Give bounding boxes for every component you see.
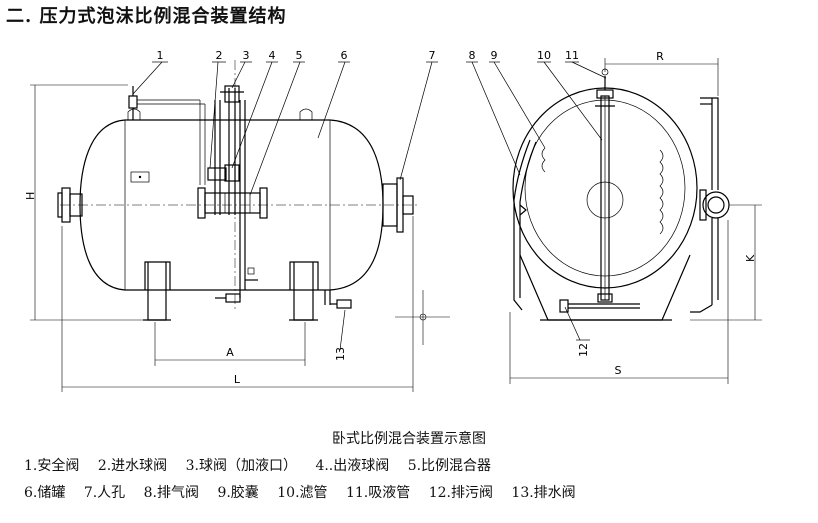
drain-valve-side [225, 293, 241, 303]
callout-8: 8 [469, 49, 476, 62]
sewage-valve [559, 299, 569, 313]
inlet-ball-valve [207, 167, 227, 181]
legend-row-2: 6.储罐 7.人孔 8.排气阀 9.胶囊 10.滤管 11.吸液管 12.排污阀… [24, 482, 590, 502]
outlet-pipe [700, 97, 719, 190]
callout-9: 9 [491, 49, 498, 62]
dimension-k: K [744, 254, 757, 262]
callout-2: 2 [216, 49, 223, 62]
callout-1: 1 [157, 49, 164, 62]
dimension-s: S [615, 364, 622, 377]
legend-item: 5.比例混合器 [407, 458, 492, 474]
legend-item: 3.球阀（加液口） [185, 458, 297, 474]
outlet-flange [702, 191, 730, 219]
legend-row-1: 1.安全阀 2.进水球阀 3.球阀（加液口） 4..出液球阀 5.比例混合器 [24, 455, 505, 475]
dimension-r: R [656, 50, 664, 63]
saddle-support-right [289, 261, 319, 321]
lifting-lug [299, 108, 313, 120]
fill-ball-valve [224, 85, 240, 103]
drain-valve [336, 299, 352, 309]
proportional-mixer [204, 192, 261, 214]
saddle-support-left [143, 261, 171, 321]
outlet-ball-valve [224, 164, 240, 182]
legend-item: 7.人孔 [83, 485, 126, 501]
legend-item: 2.进水球阀 [97, 458, 168, 474]
callout-11: 11 [565, 49, 579, 62]
callout-4: 4 [269, 49, 276, 62]
dimension-h: H [24, 192, 37, 200]
legend-item: 11.吸液管 [345, 485, 411, 501]
callout-10: 10 [537, 49, 551, 62]
figure-caption: 卧式比例混合装置示意图 [332, 431, 486, 447]
nameplate [130, 171, 150, 183]
exhaust-pipe [513, 139, 531, 311]
callout-13: 13 [334, 347, 347, 361]
legend-item: 1.安全阀 [24, 458, 80, 474]
legend-item: 13.排水阀 [511, 485, 576, 501]
legend-item: 9.胶囊 [217, 485, 259, 501]
legend-item: 10.滤管 [277, 485, 328, 501]
section-heading: 二. 压力式泡沫比例混合装置结构 [6, 6, 287, 27]
callout-6: 6 [341, 49, 348, 62]
side-view: 1 2 3 4 5 6 7 13 H A L [24, 49, 450, 392]
callout-7: 7 [429, 49, 436, 62]
dimension-l: L [234, 373, 241, 386]
legend-item: 6.储罐 [24, 485, 66, 501]
dimension-a: A [226, 346, 234, 359]
legend-item: 4..出液球阀 [315, 458, 390, 474]
legend-item: 8.排气阀 [143, 485, 199, 501]
end-view: 8 9 10 11 12 R K S [466, 49, 762, 384]
lifting-lug [127, 108, 141, 120]
callout-5: 5 [296, 49, 303, 62]
callout-3: 3 [243, 49, 250, 62]
mixer-diagram: 1 2 3 4 5 6 7 13 H A L [24, 49, 762, 392]
safety-valve [128, 95, 138, 109]
legend-item: 12.排污阀 [428, 485, 493, 501]
callout-12: 12 [577, 343, 590, 357]
